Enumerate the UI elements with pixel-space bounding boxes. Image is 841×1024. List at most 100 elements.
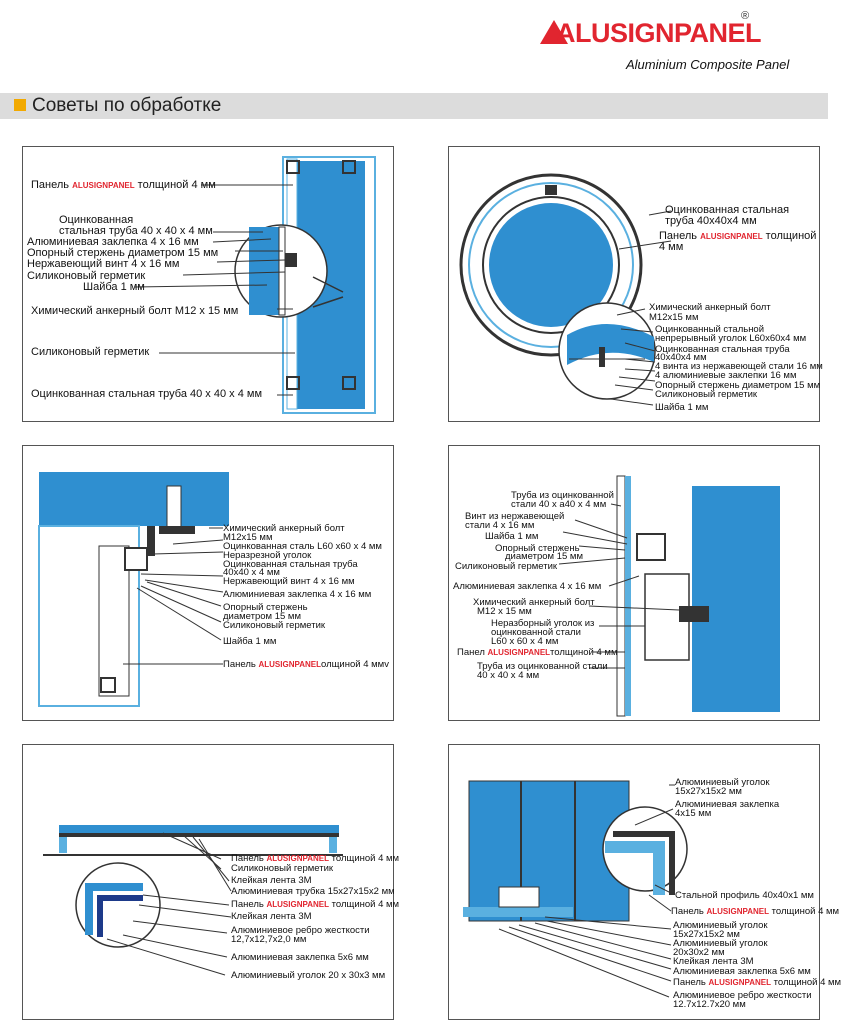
label-angle-a-size: 15x27x15x2 мм xyxy=(675,786,742,797)
label-screw-b: стали 4 x 16 мм xyxy=(465,520,535,531)
diagram-3-drawing xyxy=(38,472,229,707)
label-steel-pipe-b: труба 40x40x4 мм xyxy=(665,215,757,227)
label-screws: 4 винта из нержавеющей стали 16 мм xyxy=(655,361,823,372)
label-anchor-a: Химический анкерный болт xyxy=(473,597,595,608)
section-title: Советы по обработке xyxy=(32,95,222,116)
label-pipe-a: Труба из оцинкованной xyxy=(511,490,614,501)
label-panel-b: Панель ALUSIGNPANEL толщиной 4 мм xyxy=(231,899,400,910)
label-tube: Алюминиевая трубка 15x27x15x2 мм xyxy=(231,886,395,897)
label-tape-b: Клейкая лента 3М xyxy=(231,911,312,922)
label-anchor-bolt-a: Химический анкерный болт xyxy=(649,302,771,313)
label-rod-b: диаметром 15 мм xyxy=(223,611,301,622)
label-angle-c-size: 20x30x2 мм xyxy=(673,947,725,958)
label-screw-a: Винт из нержавеющей xyxy=(465,511,565,522)
label-rib: Алюминиевое ребро жесткости xyxy=(673,990,812,1001)
label-anchor-bolt: Химический анкерный болт М12 x 15 мм xyxy=(31,305,239,317)
label-pipe-b: 40x40x4 мм xyxy=(655,352,707,363)
label-angle-b: непрерывный уголок L60x60x4 мм xyxy=(655,333,807,344)
section-bullet-icon xyxy=(14,99,26,111)
label-angle-a: Алюминиевый уголок xyxy=(675,777,770,788)
label-panel-a: Панель ALUSIGNPANEL толщиной 4 мм xyxy=(671,906,840,917)
label-washer: Шайба 1 мм xyxy=(83,281,145,293)
label-rod: Опорный стержень диаметром 15 мм xyxy=(27,247,219,259)
label-sealant: Силиконовый герметик xyxy=(231,863,334,874)
label-panel-a: Панель ALUSIGNPANEL толщиной 4 мм xyxy=(231,853,400,864)
label-screw: Нержавеющий винт 4 x 16 мм xyxy=(223,576,355,587)
label-anchor-bolt-a: Химический анкерный болт xyxy=(223,523,345,534)
label-angle-a: Неразборный уголок из xyxy=(491,618,595,629)
label-steel-pipe-3: Оцинкованная стальная труба 40 x 40 x 4 … xyxy=(31,388,263,400)
label-rib-b: 12,7x12,7x2,0 мм xyxy=(231,934,307,945)
logo-triangle-icon xyxy=(540,20,568,44)
logo-tagline: Aluminium Composite Panel xyxy=(626,57,790,72)
diagram-panel-2: Оцинкованная стальная труба 40x40x4 мм П… xyxy=(448,146,823,422)
label-rivet: Алюминиевая заклепка 5x6 мм xyxy=(231,952,369,963)
logo: ALUSIGNPANEL ® Aluminium Composite Panel xyxy=(540,10,820,80)
label-angle-b: оцинкованной стали xyxy=(491,627,581,638)
label-rod-a: Опорный стержень xyxy=(223,602,308,613)
label-angle-c: L60 x 60 x 4 мм xyxy=(491,636,559,647)
diagram-panel-6: Алюминиевый уголок 15x27x15x2 мм Алюмини… xyxy=(448,744,841,1020)
diagram-panel-3: Химический анкерный болт М12x15 мм Оцинк… xyxy=(22,445,394,721)
diagram-2-drawing xyxy=(459,173,672,406)
label-washer: Шайба 1 мм xyxy=(655,402,709,413)
label-panel: Панель ALUSIGNPANEL толщиной 4 мм xyxy=(31,179,216,191)
label-anchor-b: М12 x 15 мм xyxy=(477,606,532,617)
diagram-panel-1: Панель ALUSIGNPANEL толщиной 4 мм Оцинко… xyxy=(22,146,394,422)
label-sealant: Силиконовый герметик xyxy=(455,561,558,572)
label-angle: Алюминиевый уголок 20 x 30x3 мм xyxy=(231,970,386,981)
label-rivet-a-size: 4x15 мм xyxy=(675,808,712,819)
label-rod: Опорный стержень диаметром 15 мм xyxy=(655,380,821,391)
label-rod-a: Опорный стержень xyxy=(495,543,580,554)
diagram-1-drawing xyxy=(134,156,376,414)
label-sealant-1: Силиконовый герметик xyxy=(27,270,146,282)
label-steel-profile: Стальной профиль 40x40x1 мм xyxy=(675,890,814,901)
label-steel-angle: Оцинкованная сталь L60 x60 x 4 мм xyxy=(223,541,382,552)
label-pipe-a: Оцинкованная стальная труба xyxy=(223,559,358,570)
label-panel: Панел ALUSIGNPANELтолщиной 4 мм xyxy=(457,647,618,658)
label-rivet: Алюминиевая заклепка 4 x 16 мм xyxy=(27,236,199,248)
label-panel: Панель ALUSIGNPANELолщиной 4 ммv xyxy=(223,659,389,670)
label-rivet: Алюминиевая заклепка 4 x 16 мм xyxy=(453,581,602,592)
label-rivets: 4 алюминиевые заклепки 16 мм xyxy=(655,370,797,381)
label-angle-c: Алюминиевый уголок xyxy=(673,938,768,949)
label-panel-b: Панель ALUSIGNPANEL толщиной 4 мм xyxy=(673,977,841,988)
label-anchor-bolt-b: М12x15 мм xyxy=(223,532,273,543)
diagram-5-drawing xyxy=(43,825,343,976)
label-steel-pipe-a: Оцинкованная стальная xyxy=(665,204,790,216)
label-washer: Шайба 1 мм xyxy=(223,636,277,647)
label-angle-a: Оцинкованный стальной xyxy=(655,324,765,335)
label-panel: Панель ALUSIGNPANEL толщиной xyxy=(659,230,817,242)
label-pipe-b: 40x40 x 4 мм xyxy=(223,567,280,578)
label-rib-a: Алюминиевое ребро жесткости xyxy=(231,925,370,936)
label-pipe-c: Труба из оцинкованной стали xyxy=(477,661,608,672)
label-angle-b: Алюминиевый уголок xyxy=(673,920,768,931)
diagram-4-drawing xyxy=(558,475,780,717)
label-screw: Нержавеющий винт 4 x 16 мм xyxy=(27,258,180,270)
label-rod-b: диаметром 15 мм xyxy=(505,551,583,562)
label-rivet: Алюминиевая заклепка 4 x 16 мм xyxy=(223,589,372,600)
logo-brand: ALUSIGNPANEL xyxy=(556,18,762,48)
diagram-panel-5: Панель ALUSIGNPANEL толщиной 4 мм Силико… xyxy=(22,744,399,1020)
label-pipe-d: 40 x 40 x 4 мм xyxy=(477,670,540,681)
label-sealant: Силиконовый герметик xyxy=(223,620,326,631)
label-sealant: Силиконовый герметик xyxy=(655,389,758,400)
label-pipe-a: Оцинкованная стальная труба xyxy=(655,344,790,355)
label-rivet-b: Алюминиевая заклепка 5x6 мм xyxy=(673,966,811,977)
label-angle-b-size: 15x27x15x2 мм xyxy=(673,929,740,940)
diagram-6-drawing xyxy=(463,780,688,998)
label-sealant-2: Силиконовый герметик xyxy=(31,346,150,358)
label-tape: Клейкая лента 3М xyxy=(673,956,754,967)
label-rib-size: 12.7x12.7x20 мм xyxy=(673,999,746,1010)
label-anchor-bolt-b: М12x15 мм xyxy=(649,312,699,323)
label-washer: Шайба 1 мм xyxy=(485,531,539,542)
label-tape-a: Клейкая лента 3М xyxy=(231,875,312,886)
section-header: Советы по обработке xyxy=(0,93,828,119)
diagram-panel-4: Труба из оцинкованной стали 40 x а40 x 4… xyxy=(448,445,820,721)
label-panel-thickness: 4 мм xyxy=(659,241,684,253)
registered-mark: ® xyxy=(741,10,750,22)
label-steel-pipe-2: стальная труба 40 x 40 x 4 мм xyxy=(59,225,213,237)
label-steel-pipe-1: Оцинкованная xyxy=(59,214,134,226)
label-pipe-b: стали 40 x а40 x 4 мм xyxy=(511,499,607,510)
label-rivet-a: Алюминиевая заклепка xyxy=(675,799,780,810)
